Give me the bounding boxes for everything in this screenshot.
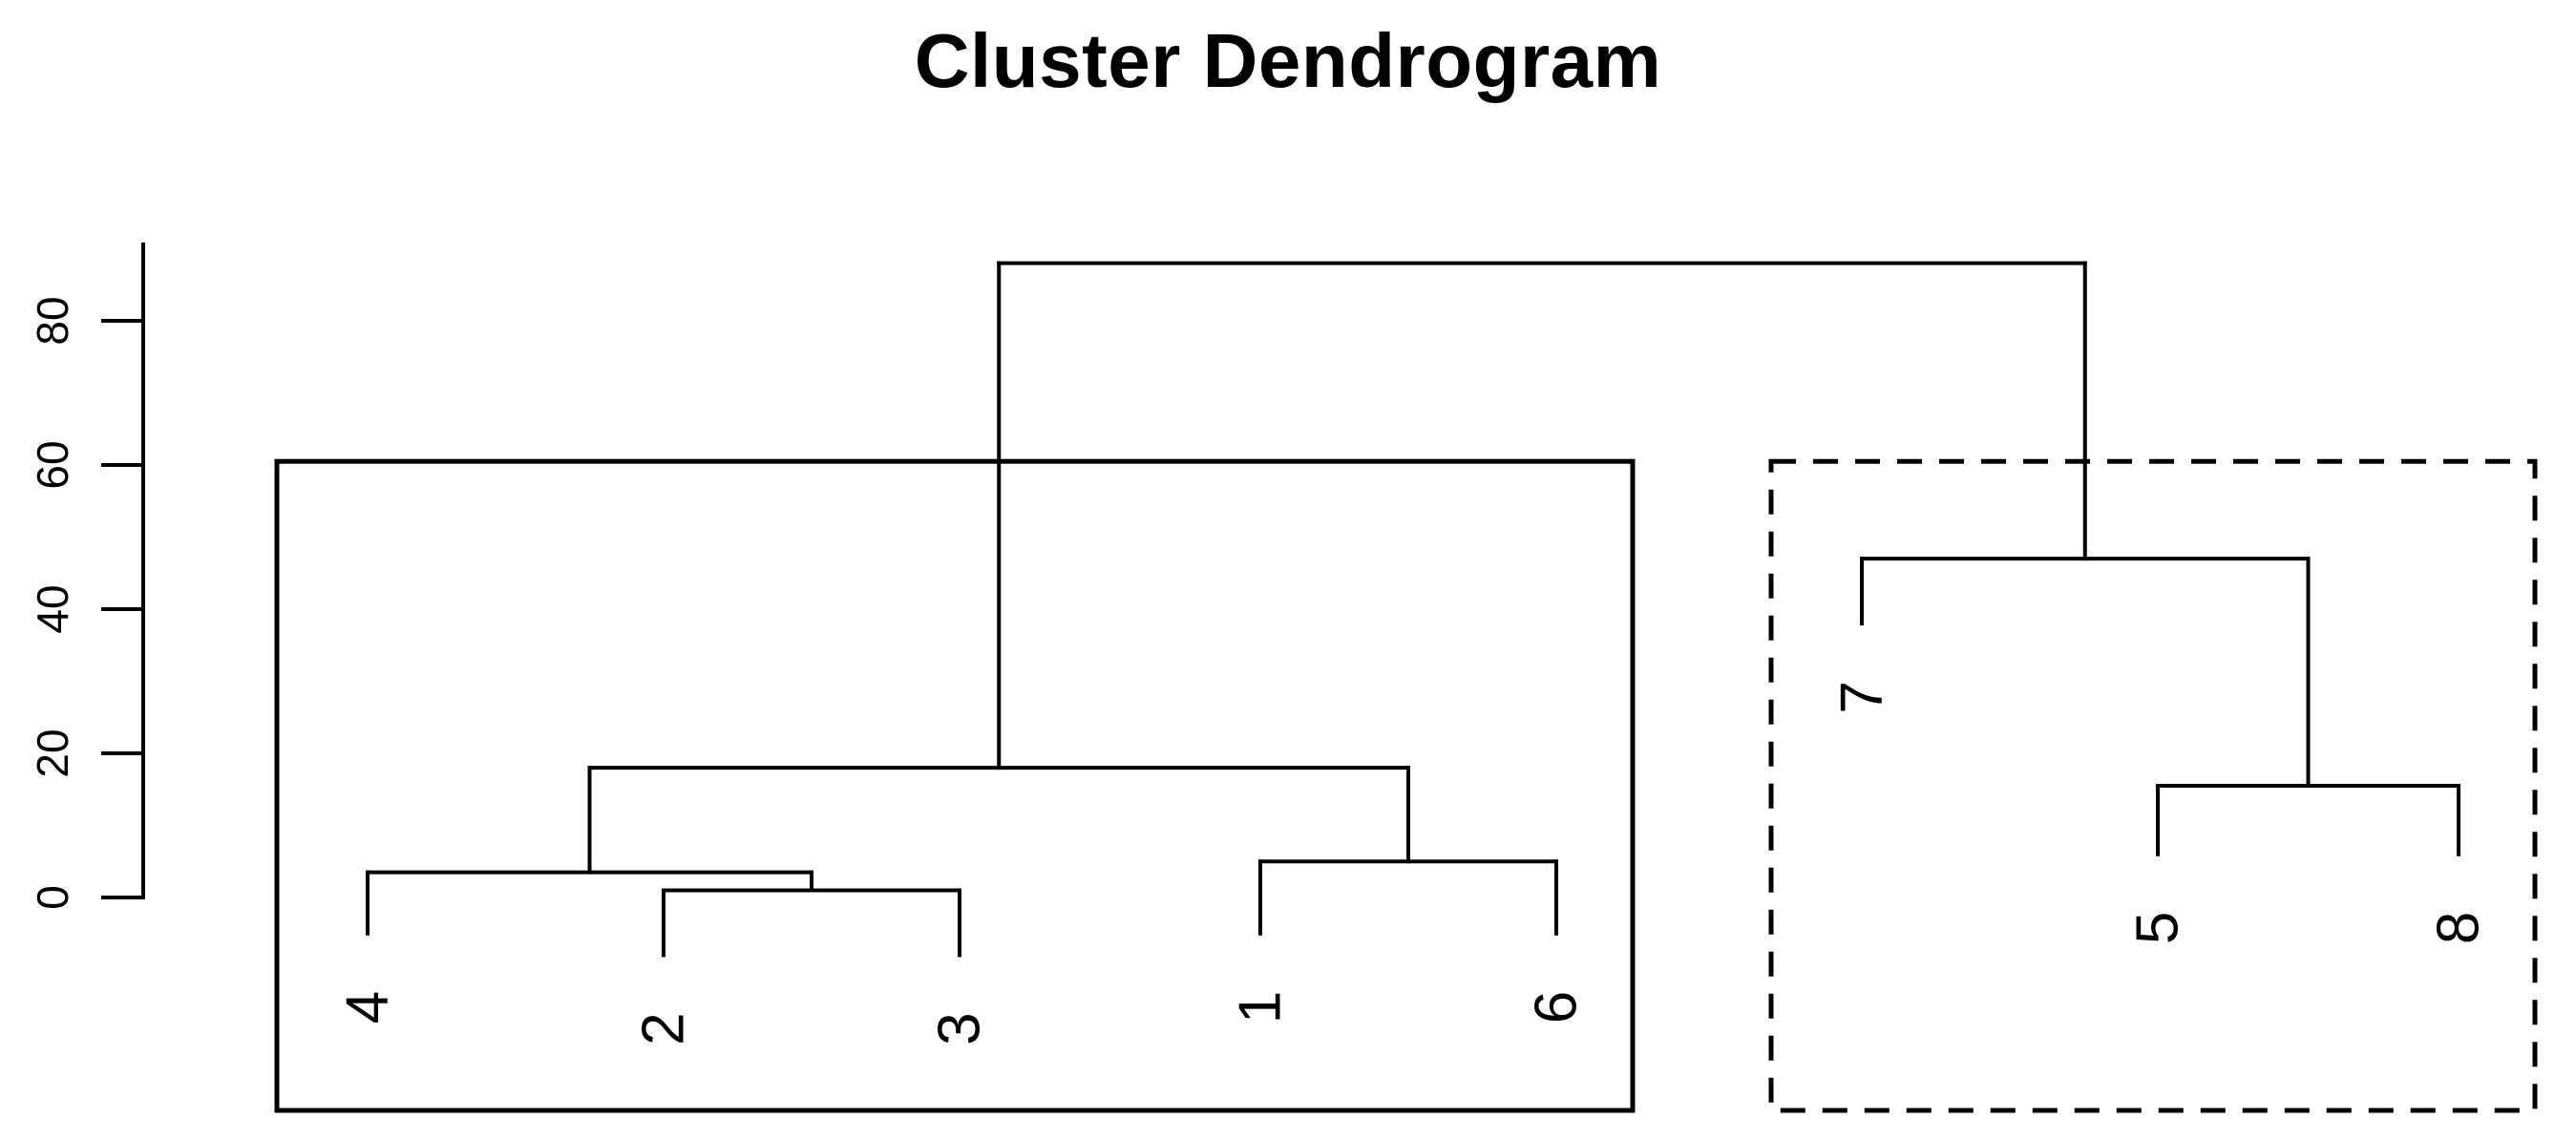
leaf-label-7: 7 xyxy=(1829,681,1895,713)
leaf-label-2: 2 xyxy=(631,1012,697,1045)
leaf-label-5: 5 xyxy=(2125,912,2191,944)
chart-title: Cluster Dendrogram xyxy=(914,18,1662,103)
cluster-box-2 xyxy=(1768,458,2538,1113)
leaf-label-8: 8 xyxy=(2426,912,2492,944)
y-tick-label-0: 0 xyxy=(28,885,77,910)
leaf-label-4: 4 xyxy=(335,991,401,1024)
cluster-box-1 xyxy=(274,458,1636,1113)
y-tick-label-40: 40 xyxy=(28,584,77,633)
y-tick-label-60: 60 xyxy=(28,440,77,489)
leaf-label-1: 1 xyxy=(1228,991,1294,1024)
leaf-label-6: 6 xyxy=(1524,991,1590,1024)
y-tick-label-80: 80 xyxy=(28,296,77,345)
leaf-label-3: 3 xyxy=(927,1012,993,1045)
y-tick-label-20: 20 xyxy=(28,728,77,777)
